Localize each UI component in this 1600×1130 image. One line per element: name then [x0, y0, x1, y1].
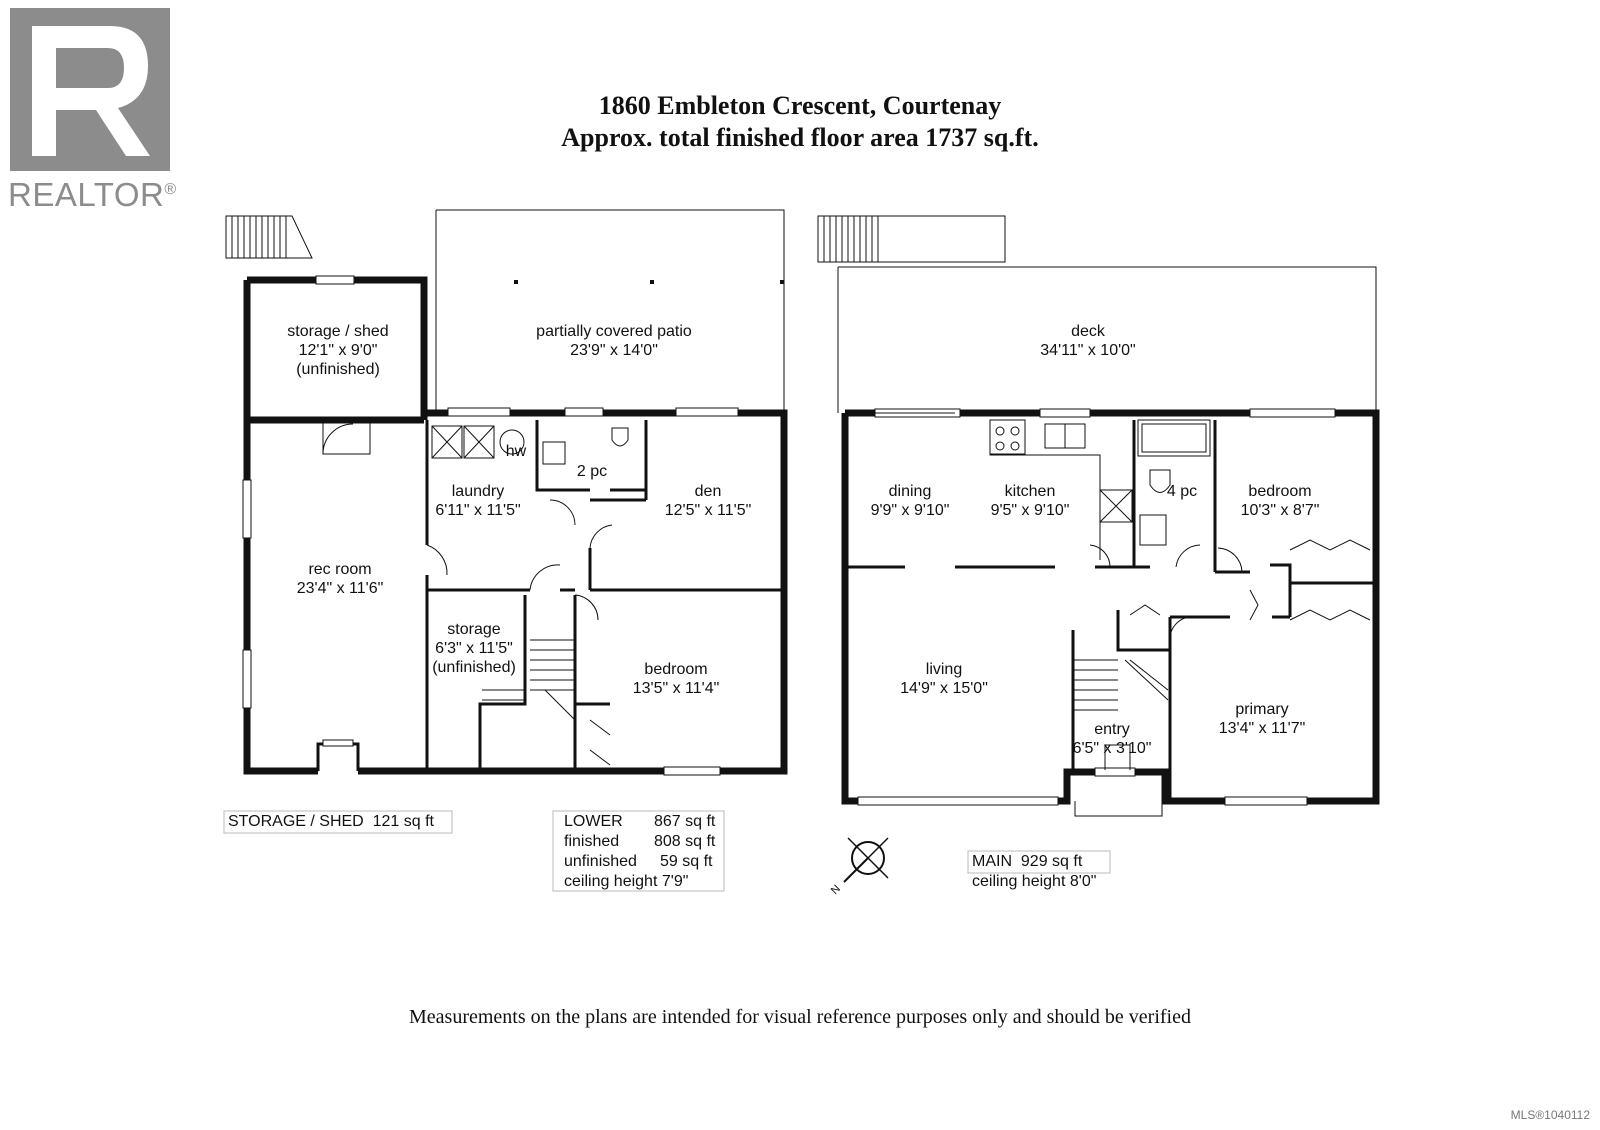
main-interior-walls: [845, 420, 1376, 801]
room-4pc: 4 pc: [1166, 483, 1198, 500]
main-closet-doors: [1129, 539, 1371, 621]
room-dining: dining 9'9" x 9'10": [870, 483, 950, 519]
lower-door-swings: [426, 499, 613, 766]
room-living: living 14'9" x 15'0": [900, 661, 988, 697]
entry-step: [1074, 801, 1163, 817]
patio-outline: [435, 209, 785, 410]
realtor-r-icon: [10, 8, 170, 171]
shed-walls: [243, 276, 428, 424]
compass-icon: [843, 837, 889, 883]
mls-number: MLS®1040112: [1510, 1108, 1590, 1122]
stat-main-total: MAIN 929 sq ft: [972, 853, 1083, 870]
page-subtitle: Approx. total finished floor area 1737 s…: [561, 123, 1039, 152]
realtor-logo: REALTOR®: [8, 8, 180, 213]
disclaimer: Measurements on the plans are intended f…: [409, 1006, 1191, 1028]
room-entry: entry 6'5" x 3'10": [1072, 721, 1152, 757]
page-title: 1860 Embleton Crescent, Courtenay: [598, 91, 1002, 120]
room-patio: partially covered patio 23'9" x 14'0": [536, 323, 692, 359]
room-storage: storage 6'3" x 11'5" (unfinished): [432, 621, 516, 676]
room-lower-bedroom: bedroom 13'5" x 11'4": [632, 661, 720, 697]
lower-windows: [242, 275, 739, 776]
room-deck: deck 34'11" x 10'0": [1040, 323, 1136, 359]
room-storage-shed: storage / shed 12'1" x 9'0" (unfinished): [287, 323, 389, 378]
main-door-swings: [1089, 544, 1243, 770]
realtor-wordmark: REALTOR®: [8, 176, 177, 213]
lower-interior-walls: [425, 420, 784, 771]
water-heater-label: hw: [505, 443, 527, 460]
laundry-appliances: [431, 425, 525, 459]
stat-main-ceiling: ceiling height 8'0": [972, 873, 1097, 890]
kitchen-fixtures: [989, 419, 1133, 560]
stat-storage-shed: STORAGE / SHED 121 sq ft: [228, 813, 434, 830]
lower-interior-stairs: [482, 639, 576, 721]
lower-exterior-stairs: [225, 215, 313, 259]
room-2pc: 2 pc: [576, 463, 608, 480]
room-kitchen: kitchen 9'5" x 9'10": [990, 483, 1070, 519]
room-laundry: laundry 6'11" x 11'5": [435, 483, 521, 519]
patio-posts: [514, 280, 784, 284]
room-den: den 12'5" x 11'5": [664, 483, 752, 519]
stats-boxes: [223, 810, 1111, 892]
two-pc-fixtures: [542, 427, 629, 465]
shed-door: [322, 420, 371, 455]
stat-lower-ceiling: ceiling height 7'9": [564, 873, 689, 890]
room-primary: primary 13'4" x 11'7": [1218, 701, 1306, 737]
four-pc-fixtures: [1137, 419, 1211, 546]
room-main-bedroom: bedroom 10'3" x 8'7": [1240, 483, 1320, 519]
room-rec-room: rec room 23'4" x 11'6": [296, 561, 384, 597]
deck-outline: [837, 266, 1377, 413]
main-interior-stairs: [1073, 659, 1169, 711]
main-exterior-stairs: [817, 215, 1006, 263]
